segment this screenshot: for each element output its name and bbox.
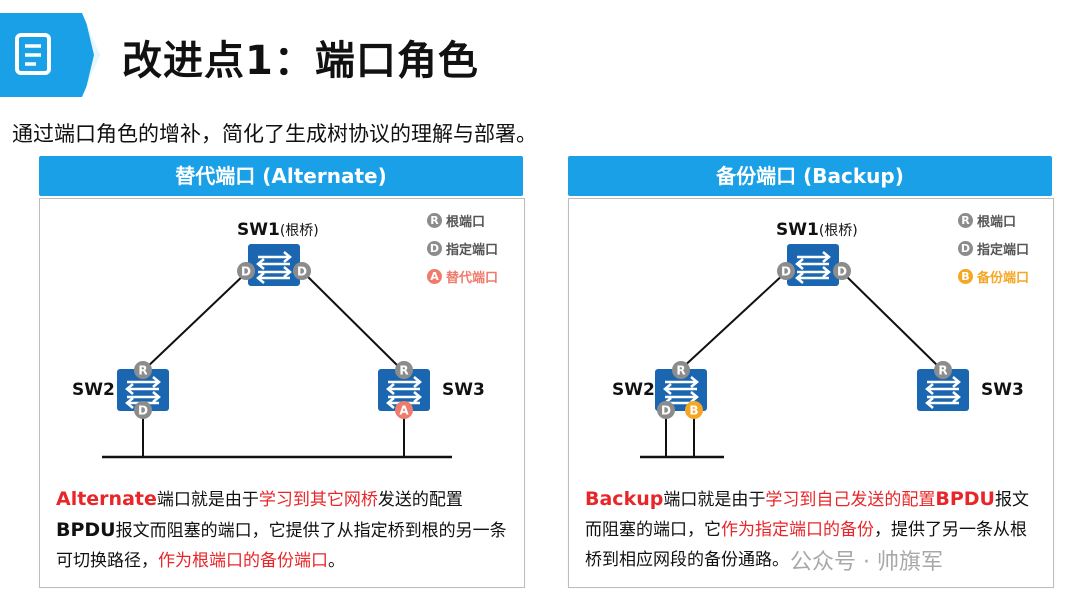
- backup-description: Backup端口就是由于学习到自己发送的配置BPDU报文而阻塞的端口，它作为指定…: [585, 488, 1029, 570]
- svg-text:B: B: [689, 404, 698, 418]
- port-root: R: [672, 361, 690, 379]
- svg-text:R: R: [676, 364, 685, 378]
- svg-text:D: D: [297, 265, 307, 279]
- alternate-panel-title: 替代端口 (Alternate): [39, 156, 523, 196]
- port-alternate: A: [395, 401, 413, 419]
- svg-text:D: D: [241, 265, 251, 279]
- port-root: R: [395, 361, 413, 379]
- port-backup: B: [685, 401, 703, 419]
- port-root: R: [134, 361, 152, 379]
- port-designated: D: [833, 262, 851, 280]
- sw1-label: SW1(根桥): [776, 220, 858, 240]
- alternate-description: Alternate端口就是由于学习到其它网桥发送的配置BPDU报文而阻塞的端口，…: [56, 488, 507, 571]
- sw2-label: SW2: [72, 380, 115, 400]
- page-title: 改进点1：端口角色: [122, 38, 479, 84]
- root-port-icon: R: [427, 212, 442, 228]
- port-designated: D: [657, 401, 675, 419]
- root-port-icon: R: [958, 212, 973, 228]
- svg-text:D: D: [661, 404, 671, 418]
- link-sw1-sw2: [143, 271, 248, 371]
- link-sw1-sw3: [302, 271, 403, 371]
- backup-port-icon: B: [958, 268, 973, 284]
- svg-text:D: D: [781, 265, 791, 279]
- sw2-label: SW2: [612, 380, 655, 400]
- svg-text:R: R: [399, 364, 408, 378]
- port-designated: D: [293, 262, 311, 280]
- switch-sw1-icon: [246, 242, 302, 288]
- header-banner: [0, 13, 100, 97]
- sw3-label: SW3: [981, 380, 1024, 400]
- svg-text:R: R: [138, 364, 147, 378]
- port-designated: D: [134, 401, 152, 419]
- port-root: R: [934, 361, 952, 379]
- link-sw1-sw3: [841, 271, 943, 371]
- backup-panel-title: 备份端口 (Backup): [568, 156, 1052, 196]
- alternate-port-icon: A: [427, 268, 442, 284]
- designated-port-icon: D: [958, 240, 973, 256]
- svg-text:D: D: [837, 265, 847, 279]
- watermark: 公众号 · 帅旗军: [790, 550, 943, 575]
- sw3-label: SW3: [442, 380, 485, 400]
- page-subtitle: 通过端口角色的增补，简化了生成树协议的理解与部署。: [12, 122, 537, 146]
- sw1-label: SW1(根桥): [237, 220, 319, 240]
- switch-sw1-icon: [785, 242, 841, 288]
- link-sw1-sw2: [679, 271, 787, 371]
- port-designated: D: [777, 262, 795, 280]
- svg-text:A: A: [399, 404, 409, 418]
- port-designated: D: [237, 262, 255, 280]
- document-icon: [15, 33, 51, 75]
- svg-text:D: D: [138, 404, 148, 418]
- designated-port-icon: D: [427, 240, 442, 256]
- svg-text:R: R: [938, 364, 947, 378]
